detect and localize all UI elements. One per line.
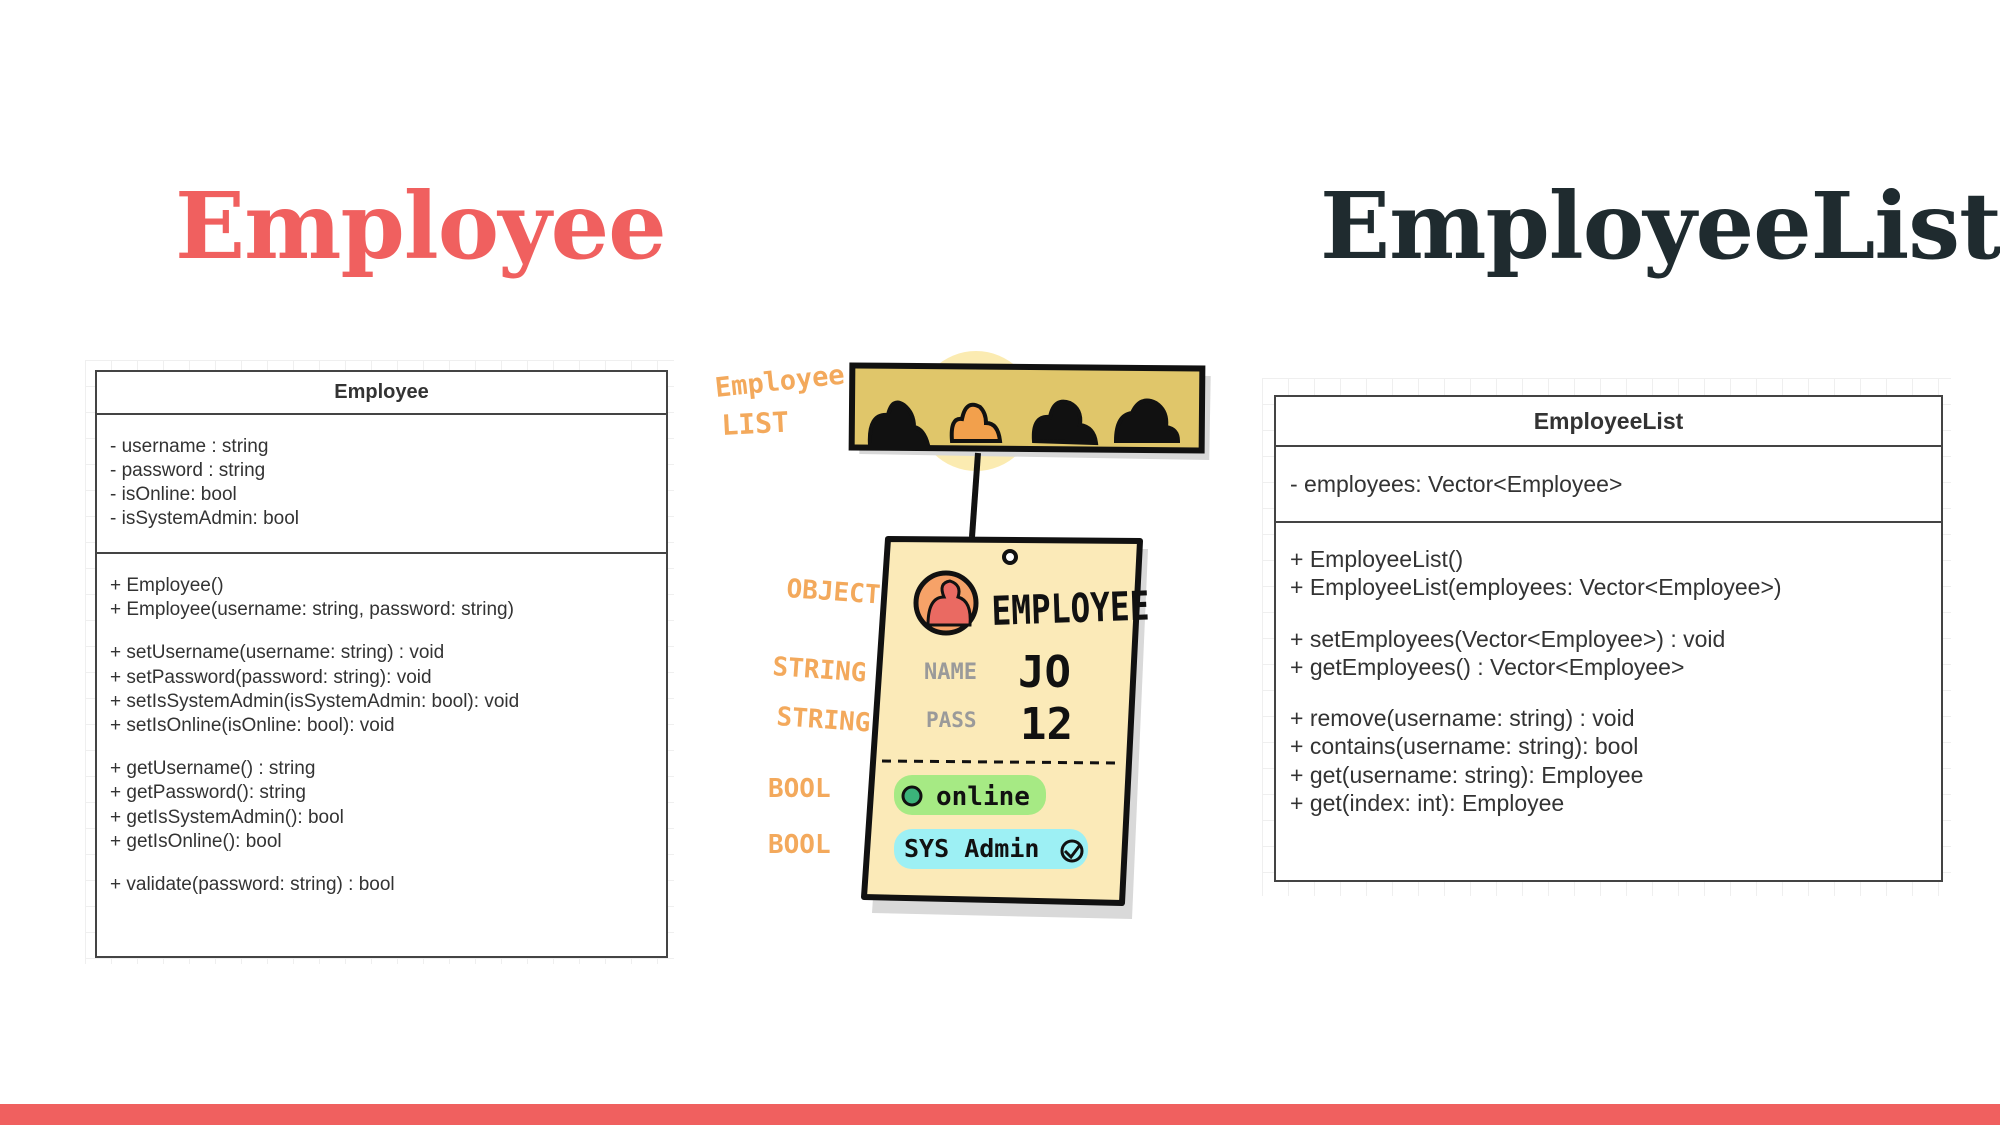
employee-title: Employee: [175, 172, 667, 280]
attribute-line: - username : string: [110, 436, 269, 457]
operation-line: + Employee(username: string, password: s…: [110, 599, 514, 621]
admin-check-mark-icon: [1063, 844, 1082, 860]
online-status-icon: [901, 785, 923, 807]
card-divider: [881, 759, 1119, 765]
online-label: online: [936, 782, 1030, 812]
person-icon: [1113, 398, 1181, 443]
people-icons: [867, 398, 1181, 447]
person-icon-selected: [949, 402, 1003, 443]
operation-line: + getIsOnline(): bool: [110, 830, 282, 852]
type-label-bool-admin: BOOL: [768, 830, 831, 860]
type-label-string-name: STRING: [772, 652, 868, 688]
online-pill: [894, 775, 1046, 815]
attribute-line: - password : string: [110, 460, 266, 481]
operation-line: + remove(username: string) : void: [1290, 705, 1635, 732]
operation-line: + setPassword(password: string): void: [110, 666, 432, 688]
spacer: [1290, 681, 1927, 704]
operation-line: + setUsername(username: string) : void: [110, 642, 445, 664]
list-label: Employee: [713, 360, 846, 404]
operation-line: + setIsSystemAdmin(isSystemAdmin: bool):…: [110, 690, 520, 712]
pass-field-label: PASS: [926, 708, 977, 732]
person-icon: [867, 400, 931, 447]
operation-line: + getUsername() : string: [110, 758, 316, 780]
employee-operations: + Employee() + Employee(username: string,…: [97, 554, 666, 897]
type-label-string-pass: STRING: [776, 702, 872, 738]
admin-pill: [894, 829, 1088, 869]
list-label-2: LIST: [721, 406, 790, 442]
pass-field-value: 12: [1020, 699, 1073, 750]
name-field-value: JO: [1018, 647, 1071, 698]
operation-line: + validate(password: string) : bool: [110, 874, 395, 896]
operation-line: + contains(username: string): bool: [1290, 733, 1639, 760]
attribute-line: - isOnline: bool: [110, 484, 237, 505]
type-label-object: OBJECT: [786, 574, 882, 610]
type-label-bool-online: BOOL: [768, 774, 831, 804]
operation-line: + getPassword(): string: [110, 782, 306, 804]
card-title: EMPLOYEE: [991, 584, 1151, 635]
employeelist-class-box: EmployeeList - employees: Vector<Employe…: [1274, 395, 1943, 882]
admin-check-icon: [1060, 839, 1084, 863]
employeelist-title: EmployeeList: [1320, 172, 2000, 280]
employee-attributes: - username : string - password : string - …: [97, 415, 666, 554]
bottom-accent-bar: [0, 1104, 2000, 1125]
person-icon: [1031, 399, 1099, 446]
admin-label: SYS Admin: [904, 834, 1039, 863]
avatar-person-icon: [926, 579, 972, 627]
operation-line: + get(username: string): Employee: [1290, 761, 1644, 788]
operation-line: + getEmployees() : Vector<Employee>: [1290, 653, 1685, 680]
operation-line: + EmployeeList(employees: Vector<Employe…: [1290, 574, 1782, 601]
operation-line: + setEmployees(Vector<Employee>) : void: [1290, 625, 1726, 652]
employee-list-bar: [848, 362, 1206, 454]
employee-class-header: Employee: [97, 372, 666, 415]
employee-sketch-illustration: Employee LIST EMPLOYEE OBJECT STRING STR…: [713, 351, 1211, 919]
spacer: [110, 854, 654, 873]
attribute-line: - employees: Vector<Employee>: [1290, 471, 1623, 497]
operation-line: + getIsSystemAdmin(): bool: [110, 806, 344, 828]
employeelist-attributes: - employees: Vector<Employee>: [1276, 447, 1941, 523]
employee-class-box: Employee - username : string - password :…: [95, 370, 668, 958]
card-hole: [1002, 549, 1018, 565]
connector-line: [969, 452, 981, 538]
employeelist-operations: + EmployeeList()+ EmployeeList(employees…: [1276, 523, 1941, 817]
operation-line: + get(index: int): Employee: [1290, 790, 1565, 817]
operation-line: + Employee(): [110, 575, 224, 596]
attribute-line: - isSystemAdmin: bool: [110, 508, 300, 529]
operation-line: + EmployeeList(): [1290, 546, 1464, 572]
spacer: [110, 622, 654, 641]
spacer: [1290, 602, 1927, 625]
name-field-label: NAME: [924, 660, 977, 685]
spacer: [110, 738, 654, 757]
operation-line: + setIsOnline(isOnline: bool): void: [110, 715, 395, 737]
employeelist-class-header: EmployeeList: [1276, 397, 1941, 447]
